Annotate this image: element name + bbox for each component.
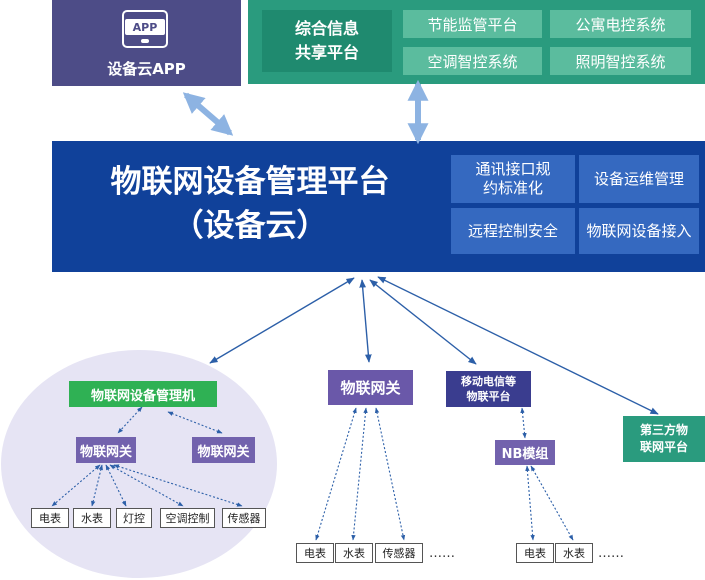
gateway-device-3[interactable]: 传感器 bbox=[375, 543, 423, 563]
gateway-to-device-3-arrow bbox=[374, 407, 406, 541]
core-to-gateway-arrow bbox=[359, 279, 372, 363]
core-to-telecom-arrow bbox=[369, 279, 477, 365]
core-to-manager-arrow bbox=[209, 277, 355, 364]
nb-module-to-device-2-arrow bbox=[530, 465, 574, 541]
cluster-device-1[interactable]: 电表 bbox=[31, 508, 69, 528]
gateway-to-device-1-arrow bbox=[315, 407, 357, 541]
device-cloud-app-label: 设备云APP bbox=[107, 59, 186, 78]
app-to-core-arrow bbox=[182, 92, 234, 136]
protocol-standardization-module[interactable]: 通讯接口规 约标准化 bbox=[451, 155, 575, 203]
cluster-device-4[interactable]: 空调控制 bbox=[160, 508, 215, 528]
gateway-a-to-device-2-arrow bbox=[91, 464, 103, 507]
cluster-gateway-b-box[interactable]: 物联网关 bbox=[192, 437, 255, 463]
info-share-platform-title: 综合信息 共享平台 bbox=[262, 10, 392, 72]
nb-module-box[interactable]: NB模组 bbox=[495, 440, 555, 465]
platform-title-line2: （设备云） bbox=[172, 207, 328, 244]
gateway-a-to-device-4-arrow bbox=[109, 464, 184, 507]
telecom-to-nb-module-arrow bbox=[520, 407, 527, 439]
platform-title-line1: 物联网设备管理平台 bbox=[110, 163, 390, 200]
iot-device-management-platform-title: 物联网设备管理平台 （设备云） bbox=[60, 156, 440, 251]
nb-module-to-device-1-arrow bbox=[525, 465, 535, 541]
gateway-devices-ellipsis: …… bbox=[429, 546, 455, 561]
iot-device-manager-box[interactable]: 物联网设备管理机 bbox=[69, 381, 217, 407]
energy-monitoring-platform[interactable]: 节能监管平台 bbox=[403, 10, 542, 38]
mobile-app-icon bbox=[122, 10, 168, 48]
lighting-smart-control-system[interactable]: 照明智控系统 bbox=[550, 47, 691, 75]
gateway-device-1[interactable]: 电表 bbox=[296, 543, 334, 563]
manager-to-gateway-a-arrow bbox=[117, 406, 143, 434]
device-cloud-app-box[interactable] bbox=[52, 0, 241, 86]
nb-device-2[interactable]: 水表 bbox=[555, 543, 593, 563]
third-party-iot-platform-box[interactable]: 第三方物 联网平台 bbox=[623, 416, 705, 462]
gateway-to-device-2-arrow bbox=[351, 407, 368, 541]
ac-smart-control-system[interactable]: 空调智控系统 bbox=[403, 47, 542, 75]
remote-control-security-module[interactable]: 远程控制安全 bbox=[451, 208, 575, 254]
nb-devices-ellipsis: …… bbox=[598, 546, 624, 561]
apartment-power-control-system[interactable]: 公寓电控系统 bbox=[550, 10, 691, 38]
main-gateway-box[interactable]: 物联网关 bbox=[328, 370, 413, 405]
core-to-third-party-arrow bbox=[377, 276, 659, 415]
gateway-a-to-device-1-arrow bbox=[51, 464, 101, 507]
phone-home-button-icon bbox=[141, 39, 149, 43]
gateway-a-to-device-3-arrow bbox=[105, 464, 127, 507]
device-ops-management-module[interactable]: 设备运维管理 bbox=[579, 155, 699, 203]
gateway-a-to-device-5-arrow bbox=[113, 464, 243, 507]
app-icon-label: APP bbox=[125, 19, 165, 35]
nb-device-1[interactable]: 电表 bbox=[516, 543, 554, 563]
iot-device-access-module[interactable]: 物联网设备接入 bbox=[579, 208, 699, 254]
manager-to-gateway-b-arrow bbox=[167, 411, 223, 434]
gateway-device-2[interactable]: 水表 bbox=[335, 543, 373, 563]
cluster-device-2[interactable]: 水表 bbox=[73, 508, 111, 528]
telecom-iot-platform-box[interactable]: 移动电信等 物联平台 bbox=[446, 371, 531, 407]
cluster-device-5[interactable]: 传感器 bbox=[222, 508, 266, 528]
cluster-gateway-a-box[interactable]: 物联网关 bbox=[76, 437, 136, 463]
cluster-device-3[interactable]: 灯控 bbox=[116, 508, 152, 528]
